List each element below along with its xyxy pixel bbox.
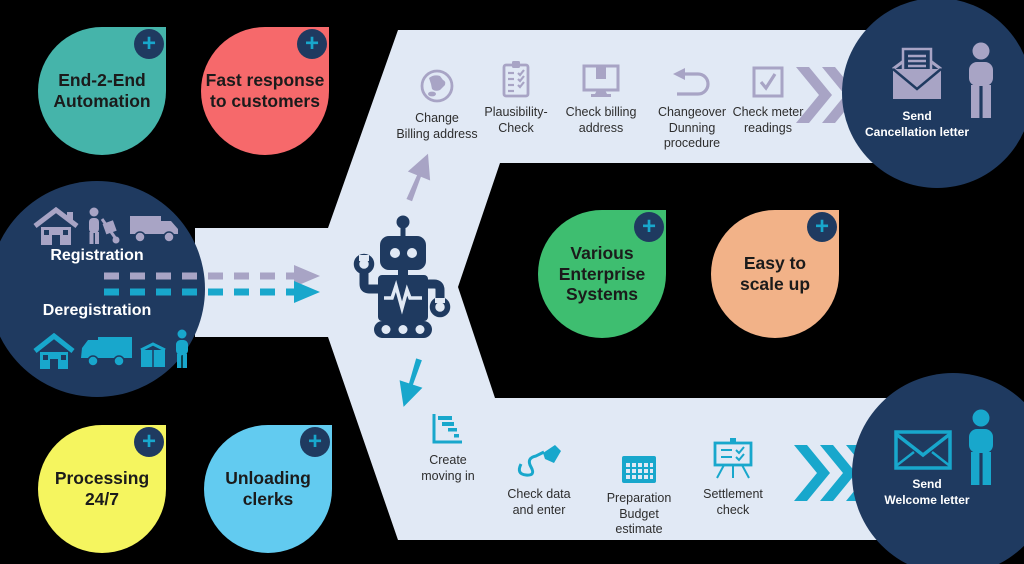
deregistration-icons — [33, 329, 191, 369]
checkbox-icon — [752, 56, 784, 98]
truck-icon — [130, 216, 178, 243]
cancellation-result-circle: Send Cancellation letter — [842, 0, 1024, 188]
plus-icon: + — [134, 427, 164, 457]
deregistration-label: Deregistration — [42, 302, 152, 319]
person-dolly-icon — [89, 207, 120, 244]
plus-icon: + — [300, 427, 330, 457]
benefit-label: End-2-End Automation — [53, 70, 151, 111]
step-label: Change Billing address — [396, 111, 478, 141]
flow-step: Plausibility- Check — [464, 56, 568, 136]
open-envelope-letter-icon — [892, 47, 942, 99]
flow-step: Check meter readings — [716, 56, 820, 136]
benefit-label: Unloading clerks — [225, 468, 311, 509]
step-label: Settlement check — [703, 487, 763, 517]
flow-step: Check billing address — [549, 56, 653, 136]
benefit-label: Various Enterprise Systems — [558, 243, 646, 305]
step-label: Check billing address — [565, 105, 637, 135]
step-label: Changeover Dunning procedure — [657, 105, 727, 151]
gantt-icon — [431, 410, 465, 446]
person-icon — [969, 409, 993, 485]
plus-icon: + — [807, 212, 837, 242]
result-label: Send Cancellation letter — [864, 109, 970, 140]
person-icon — [969, 42, 993, 118]
result-label: Send Welcome letter — [884, 477, 970, 508]
plus-icon: + — [297, 29, 327, 59]
plus-icon: + — [634, 212, 664, 242]
robot-icon — [353, 215, 451, 338]
step-label: Create moving in — [421, 453, 475, 483]
benefit-end-2-end-automation: End-2-End Automation + — [38, 27, 166, 155]
benefit-easy-to-scale-up: Easy to scale up + — [711, 210, 839, 338]
envelope-icon — [894, 430, 952, 470]
globe-icon — [419, 62, 455, 104]
person-icon — [176, 329, 188, 368]
benefit-label: Processing 24/7 — [54, 468, 150, 509]
truck-icon — [81, 337, 132, 367]
flow-step: Preparation Budget estimate — [587, 441, 691, 538]
benefit-various-enterprise-systems: Various Enterprise Systems + — [538, 210, 666, 338]
flow-step: Changeover Dunning procedure — [640, 56, 744, 152]
flow-step: Check data and enter — [487, 440, 591, 518]
benefit-unloading-clerks: Unloading clerks + — [204, 425, 332, 553]
flow-step: Create moving in — [396, 410, 500, 484]
benefit-label: Fast response to customers — [205, 70, 325, 111]
pen-icon — [516, 440, 562, 480]
step-label: Check data and enter — [507, 487, 571, 517]
house-icon — [33, 333, 75, 369]
curved-arrow-up-icon — [406, 153, 431, 202]
step-label: Preparation Budget estimate — [606, 491, 672, 537]
monitor-icon — [582, 56, 620, 98]
step-label: Check meter readings — [732, 105, 804, 135]
plus-icon: + — [134, 29, 164, 59]
benefit-processing-24-7: Processing 24/7 + — [38, 425, 166, 553]
flow-step: Change Billing address — [385, 62, 489, 142]
registration-icons — [33, 205, 181, 245]
calendar-icon — [621, 441, 657, 484]
curved-arrow-down-icon — [399, 358, 423, 407]
benefit-label: Easy to scale up — [739, 253, 811, 294]
benefit-fast-response: Fast response to customers + — [201, 27, 329, 155]
flow-step: Settlement check — [681, 438, 785, 518]
return-arrow-icon — [669, 56, 715, 98]
box-icon — [140, 342, 166, 367]
step-label: Plausibility- Check — [484, 105, 548, 135]
input-circle: Registration Deregistration — [0, 181, 205, 397]
clipboard-checklist-icon — [502, 56, 530, 98]
easel-check-icon — [712, 438, 754, 480]
registration-label: Registration — [50, 247, 144, 264]
welcome-result-circle: Send Welcome letter — [852, 373, 1024, 564]
house-icon — [33, 207, 79, 245]
